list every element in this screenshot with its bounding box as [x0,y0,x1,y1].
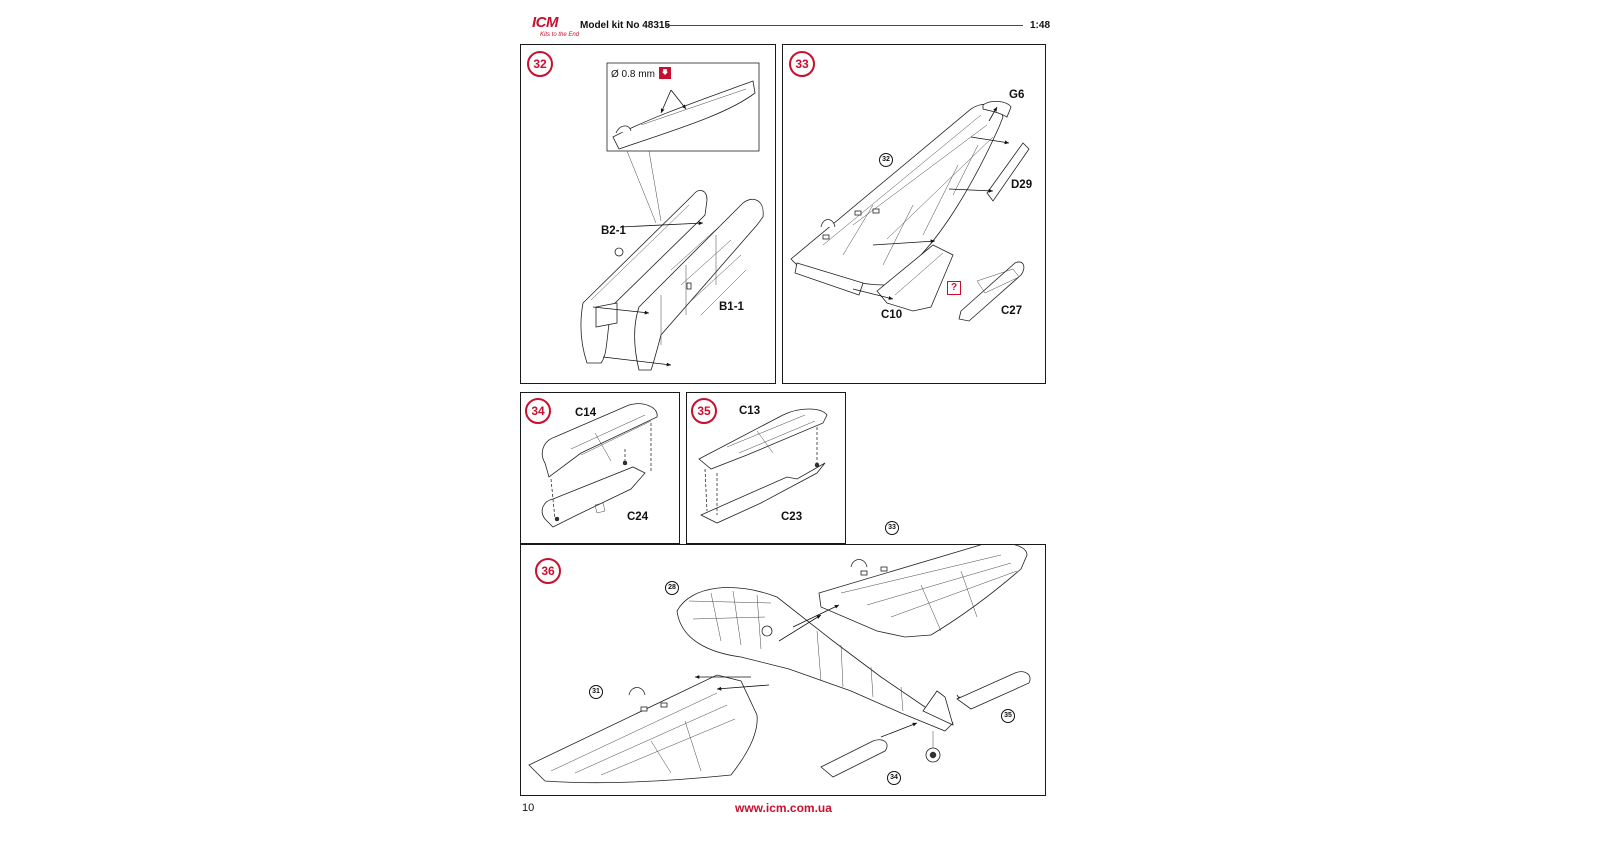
header-title: Model kit No 48315 [580,20,671,31]
fuselage-shape [676,587,954,732]
right-wing-shape [818,545,1028,638]
part-label-c14: C14 [575,407,597,419]
step-32-panel: 32 B2-1 B1-1 Ø 0.8 mm [520,44,776,384]
wing-panel-shape [790,103,1004,286]
drill-icon [659,67,671,79]
step-34-badge: 34 [525,398,551,424]
step-36-panel: 36 28 31 33 34 35 [520,521,1046,796]
part-label-c13: C13 [739,405,761,417]
step-32-drawing [580,62,764,371]
step-32-badge: 32 [527,51,553,77]
ref-step-32: 32 [879,153,893,167]
ref-step-33: 33 [885,521,899,535]
step-34-panel: 34 C14 C24 [520,392,680,544]
part-label-c23: C23 [781,511,803,523]
header-scale: 1:48 [1030,20,1051,31]
step-35-drawing [698,408,828,524]
part-label-b1-1: B1-1 [719,301,744,313]
part-label-d29: D29 [1011,179,1033,191]
ref-step-35: 35 [1001,709,1015,723]
step-33-panel: 33 32 G6 D29 C10 C27 ? [782,44,1046,384]
step-36-badge: 36 [535,558,561,584]
part-label-b2-1: B2-1 [601,225,626,237]
part-b1-1-shape [634,199,764,371]
part-label-c24: C24 [627,511,649,523]
help-icon: ? [947,281,961,295]
step-33-badge: 33 [789,51,815,77]
page-number: 10 [522,802,535,814]
step-35-panel: 35 C13 C23 [686,392,846,544]
drill-size-label: Ø 0.8 mm [611,69,655,80]
icm-logo: ICM [532,14,559,31]
step-34-drawing [541,403,658,528]
left-wing-shape [528,674,758,784]
part-label-c27: C27 [1001,305,1023,317]
footer-url[interactable]: www.icm.com.ua [735,801,832,815]
step-33-drawing [790,101,1030,322]
step-35-badge: 35 [691,398,717,424]
part-b2-1-shape [580,190,708,364]
ref-step-34: 34 [887,771,901,785]
ref-step-31: 31 [589,685,603,699]
part-label-g6: G6 [1009,89,1025,101]
logo-tagline: Kits to the End [540,32,580,38]
header-rule [665,25,1023,26]
step-36-drawing [528,545,1031,784]
part-label-c10: C10 [881,309,903,321]
ref-step-28: 28 [665,581,679,595]
